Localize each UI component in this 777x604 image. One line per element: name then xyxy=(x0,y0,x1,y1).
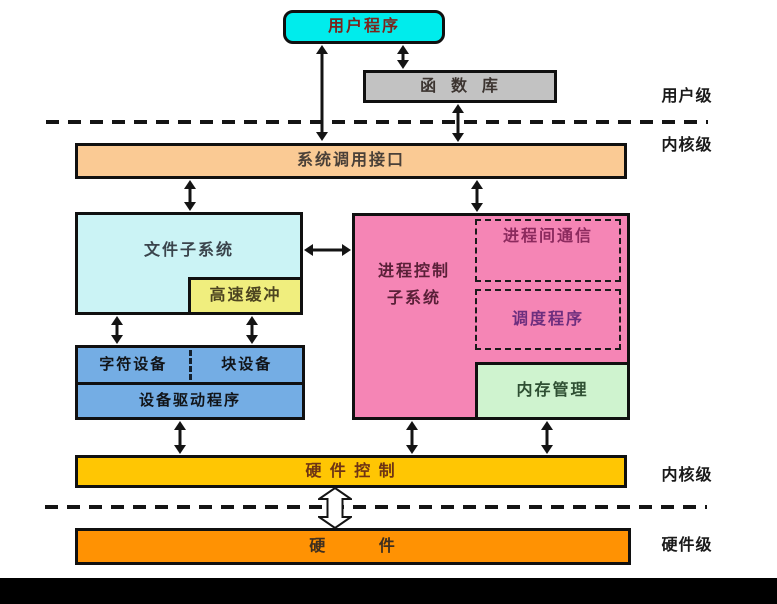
user-program-label: 用户程序 xyxy=(327,18,400,35)
kernel-hardware-separator-line xyxy=(45,505,707,509)
arrow-shaft xyxy=(309,248,346,252)
arrowhead-down-icon xyxy=(397,60,409,69)
arrow-syscall-filesubsystem xyxy=(183,180,197,211)
arrow-processcontrol-hwcontrol-left xyxy=(405,421,419,454)
arrowhead-up-icon xyxy=(406,421,418,430)
arrowhead-left-icon xyxy=(304,244,313,256)
hardware-control-label: 硬 件 控 制 xyxy=(305,462,397,480)
arrowhead-up-icon xyxy=(174,421,186,430)
user-program-box: 用户程序 xyxy=(283,10,453,50)
arrow-shaft xyxy=(188,185,192,206)
arrowhead-down-icon xyxy=(111,335,123,344)
bottom-black-bar xyxy=(0,578,777,604)
arrowhead-down-icon xyxy=(246,335,258,344)
hardware-control-box: 硬 件 控 制 xyxy=(75,455,635,494)
arrow-shaft xyxy=(178,426,182,449)
arrow-syscall-processcontrol xyxy=(470,180,484,212)
label-kernel-level-bottom: 内核级 xyxy=(661,467,713,484)
ipc-box: 进程间通信 xyxy=(475,219,621,282)
device-top-row: 字符设备 块设备 xyxy=(78,348,302,385)
process-control-subsystem-label: 进程控制 子系统 xyxy=(377,263,450,308)
label-user-level: 用户级 xyxy=(661,88,713,105)
arrow-shaft xyxy=(320,50,324,136)
arrow-shaft xyxy=(115,321,119,339)
buffer-cache-label: 高速缓冲 xyxy=(209,287,282,304)
user-kernel-separator-line xyxy=(46,120,708,124)
scheduler-label: 调度程序 xyxy=(511,310,584,328)
arrow-shaft xyxy=(250,321,254,339)
arrowhead-up-icon xyxy=(397,45,409,54)
arrowhead-up-icon xyxy=(246,316,258,325)
arrow-shaft xyxy=(401,50,405,64)
arrow-processcontrol-hwcontrol-right xyxy=(540,421,554,454)
arrow-buffercache-blockdevice xyxy=(245,316,259,344)
arrowhead-down-icon xyxy=(471,203,483,212)
system-call-interface-box: 系统调用接口 xyxy=(75,143,635,185)
label-kernel-level-top: 内核级 xyxy=(661,137,713,154)
arrowhead-down-icon xyxy=(406,445,418,454)
arrowhead-down-icon xyxy=(184,202,196,211)
arrowhead-down-icon xyxy=(452,133,464,142)
arrowhead-up-icon xyxy=(471,180,483,189)
arrowhead-up-icon xyxy=(184,180,196,189)
hollow-double-arrow-icon xyxy=(318,487,352,529)
function-library-label: 函 数 库 xyxy=(420,77,500,95)
arrow-library-syscall xyxy=(451,104,465,142)
arrow-shaft xyxy=(410,426,414,449)
arrowhead-down-icon xyxy=(541,445,553,454)
label-hardware-level: 硬件级 xyxy=(661,537,713,554)
device-driver-label: 设备驱动程序 xyxy=(138,391,241,409)
memory-management-label: 内存管理 xyxy=(516,382,589,399)
hardware-label: 硬 件 xyxy=(309,537,397,555)
arrow-devicedriver-hwcontrol xyxy=(173,421,187,454)
arrowhead-right-icon xyxy=(342,244,351,256)
device-driver-cell: 设备驱动程序 xyxy=(78,385,302,417)
arrow-filesubsystem-processcontrol xyxy=(304,243,351,257)
arrowhead-down-icon xyxy=(174,445,186,454)
arrow-userprogram-syscall xyxy=(315,45,329,141)
ipc-label: 进程间通信 xyxy=(502,228,593,245)
arrowhead-down-icon xyxy=(316,132,328,141)
buffer-cache-box: 高速缓冲 xyxy=(188,277,303,315)
arrow-userprogram-library xyxy=(396,45,410,69)
device-drivers-box: 字符设备 块设备 设备驱动程序 xyxy=(75,345,313,426)
arrow-shaft xyxy=(475,185,479,207)
arrowhead-up-icon xyxy=(452,104,464,113)
device-dashed-divider xyxy=(188,350,192,380)
arrow-shaft xyxy=(456,109,460,137)
hardware-box: 硬 件 xyxy=(75,528,639,571)
block-device-label: 块设备 xyxy=(221,355,273,373)
scheduler-box: 调度程序 xyxy=(475,289,621,350)
arrowhead-up-icon xyxy=(111,316,123,325)
arrowhead-up-icon xyxy=(541,421,553,430)
function-library-box: 函 数 库 xyxy=(363,70,565,109)
arrow-shaft xyxy=(545,426,549,449)
memory-management-box: 内存管理 xyxy=(475,362,630,420)
system-call-interface-label: 系统调用接口 xyxy=(296,152,405,169)
arrow-filesubsystem-chardevice xyxy=(110,316,124,344)
char-device-label: 字符设备 xyxy=(99,355,168,373)
arrowhead-up-icon xyxy=(316,45,328,54)
block-device-cell: 块设备 xyxy=(192,348,303,382)
file-subsystem-label: 文件子系统 xyxy=(143,242,234,259)
char-device-cell: 字符设备 xyxy=(78,348,189,382)
